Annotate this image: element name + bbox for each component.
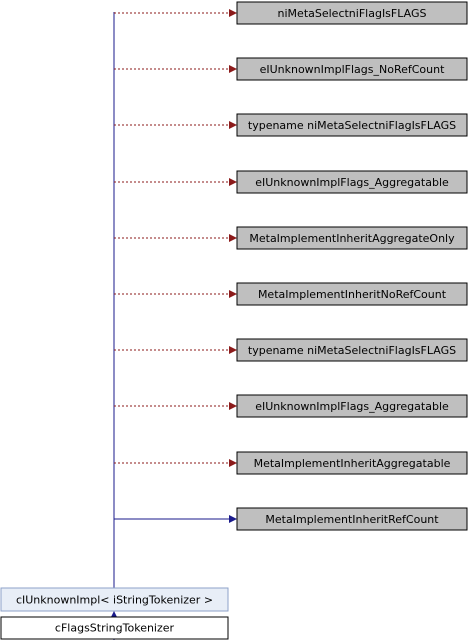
parent-node-box [236,338,468,362]
parent-node-box [236,451,468,475]
base-class-label: cIUnknownImpl< iStringTokenizer > [16,594,213,607]
parent-node-label: MetaImplementInheritRefCount [265,513,439,526]
parent-node-box [236,507,468,531]
parent-node-9[interactable]: MetaImplementInheritRefCount [236,507,468,531]
parent-node-label: typename niMetaSelectniFlagIsFLAGS [248,344,456,357]
parent-node-1[interactable]: eIUnknownImplFlags_NoRefCount [236,57,468,81]
parent-node-6[interactable]: typename niMetaSelectniFlagIsFLAGS [236,338,468,362]
parent-node-4[interactable]: MetaImplementInheritAggregateOnly [236,226,468,250]
parent-node-label: eIUnknownImplFlags_NoRefCount [260,63,446,76]
parent-node-box [236,1,468,25]
derived-class-box [0,616,229,640]
parent-node-5[interactable]: MetaImplementInheritNoRefCount [236,282,468,306]
derived-class-node[interactable]: cFlagsStringTokenizer [0,616,229,640]
parent-node-label: MetaImplementInheritAggregatable [254,457,451,470]
parent-node-8[interactable]: MetaImplementInheritAggregatable [236,451,468,475]
parent-node-label: eIUnknownImplFlags_Aggregatable [255,400,449,413]
derived-class-label: cFlagsStringTokenizer [55,622,175,635]
parent-node-label: niMetaSelectniFlagIsFLAGS [278,7,427,20]
base-class-node[interactable]: cIUnknownImpl< iStringTokenizer > [0,587,229,612]
parent-node-box [236,113,468,137]
parent-node-7[interactable]: eIUnknownImplFlags_Aggregatable [236,394,468,418]
parent-node-label: typename niMetaSelectniFlagIsFLAGS [248,119,456,132]
parent-node-box [236,394,468,418]
parent-node-label: MetaImplementInheritNoRefCount [258,288,447,301]
parent-node-box [236,57,468,81]
parent-node-2[interactable]: typename niMetaSelectniFlagIsFLAGS [236,113,468,137]
parent-node-box [236,282,468,306]
parent-node-box [236,170,468,194]
parent-node-label: MetaImplementInheritAggregateOnly [249,232,455,245]
parent-node-0[interactable]: niMetaSelectniFlagIsFLAGS [236,1,468,25]
parent-node-box [236,226,468,250]
parent-node-label: eIUnknownImplFlags_Aggregatable [255,176,449,189]
parent-node-3[interactable]: eIUnknownImplFlags_Aggregatable [236,170,468,194]
